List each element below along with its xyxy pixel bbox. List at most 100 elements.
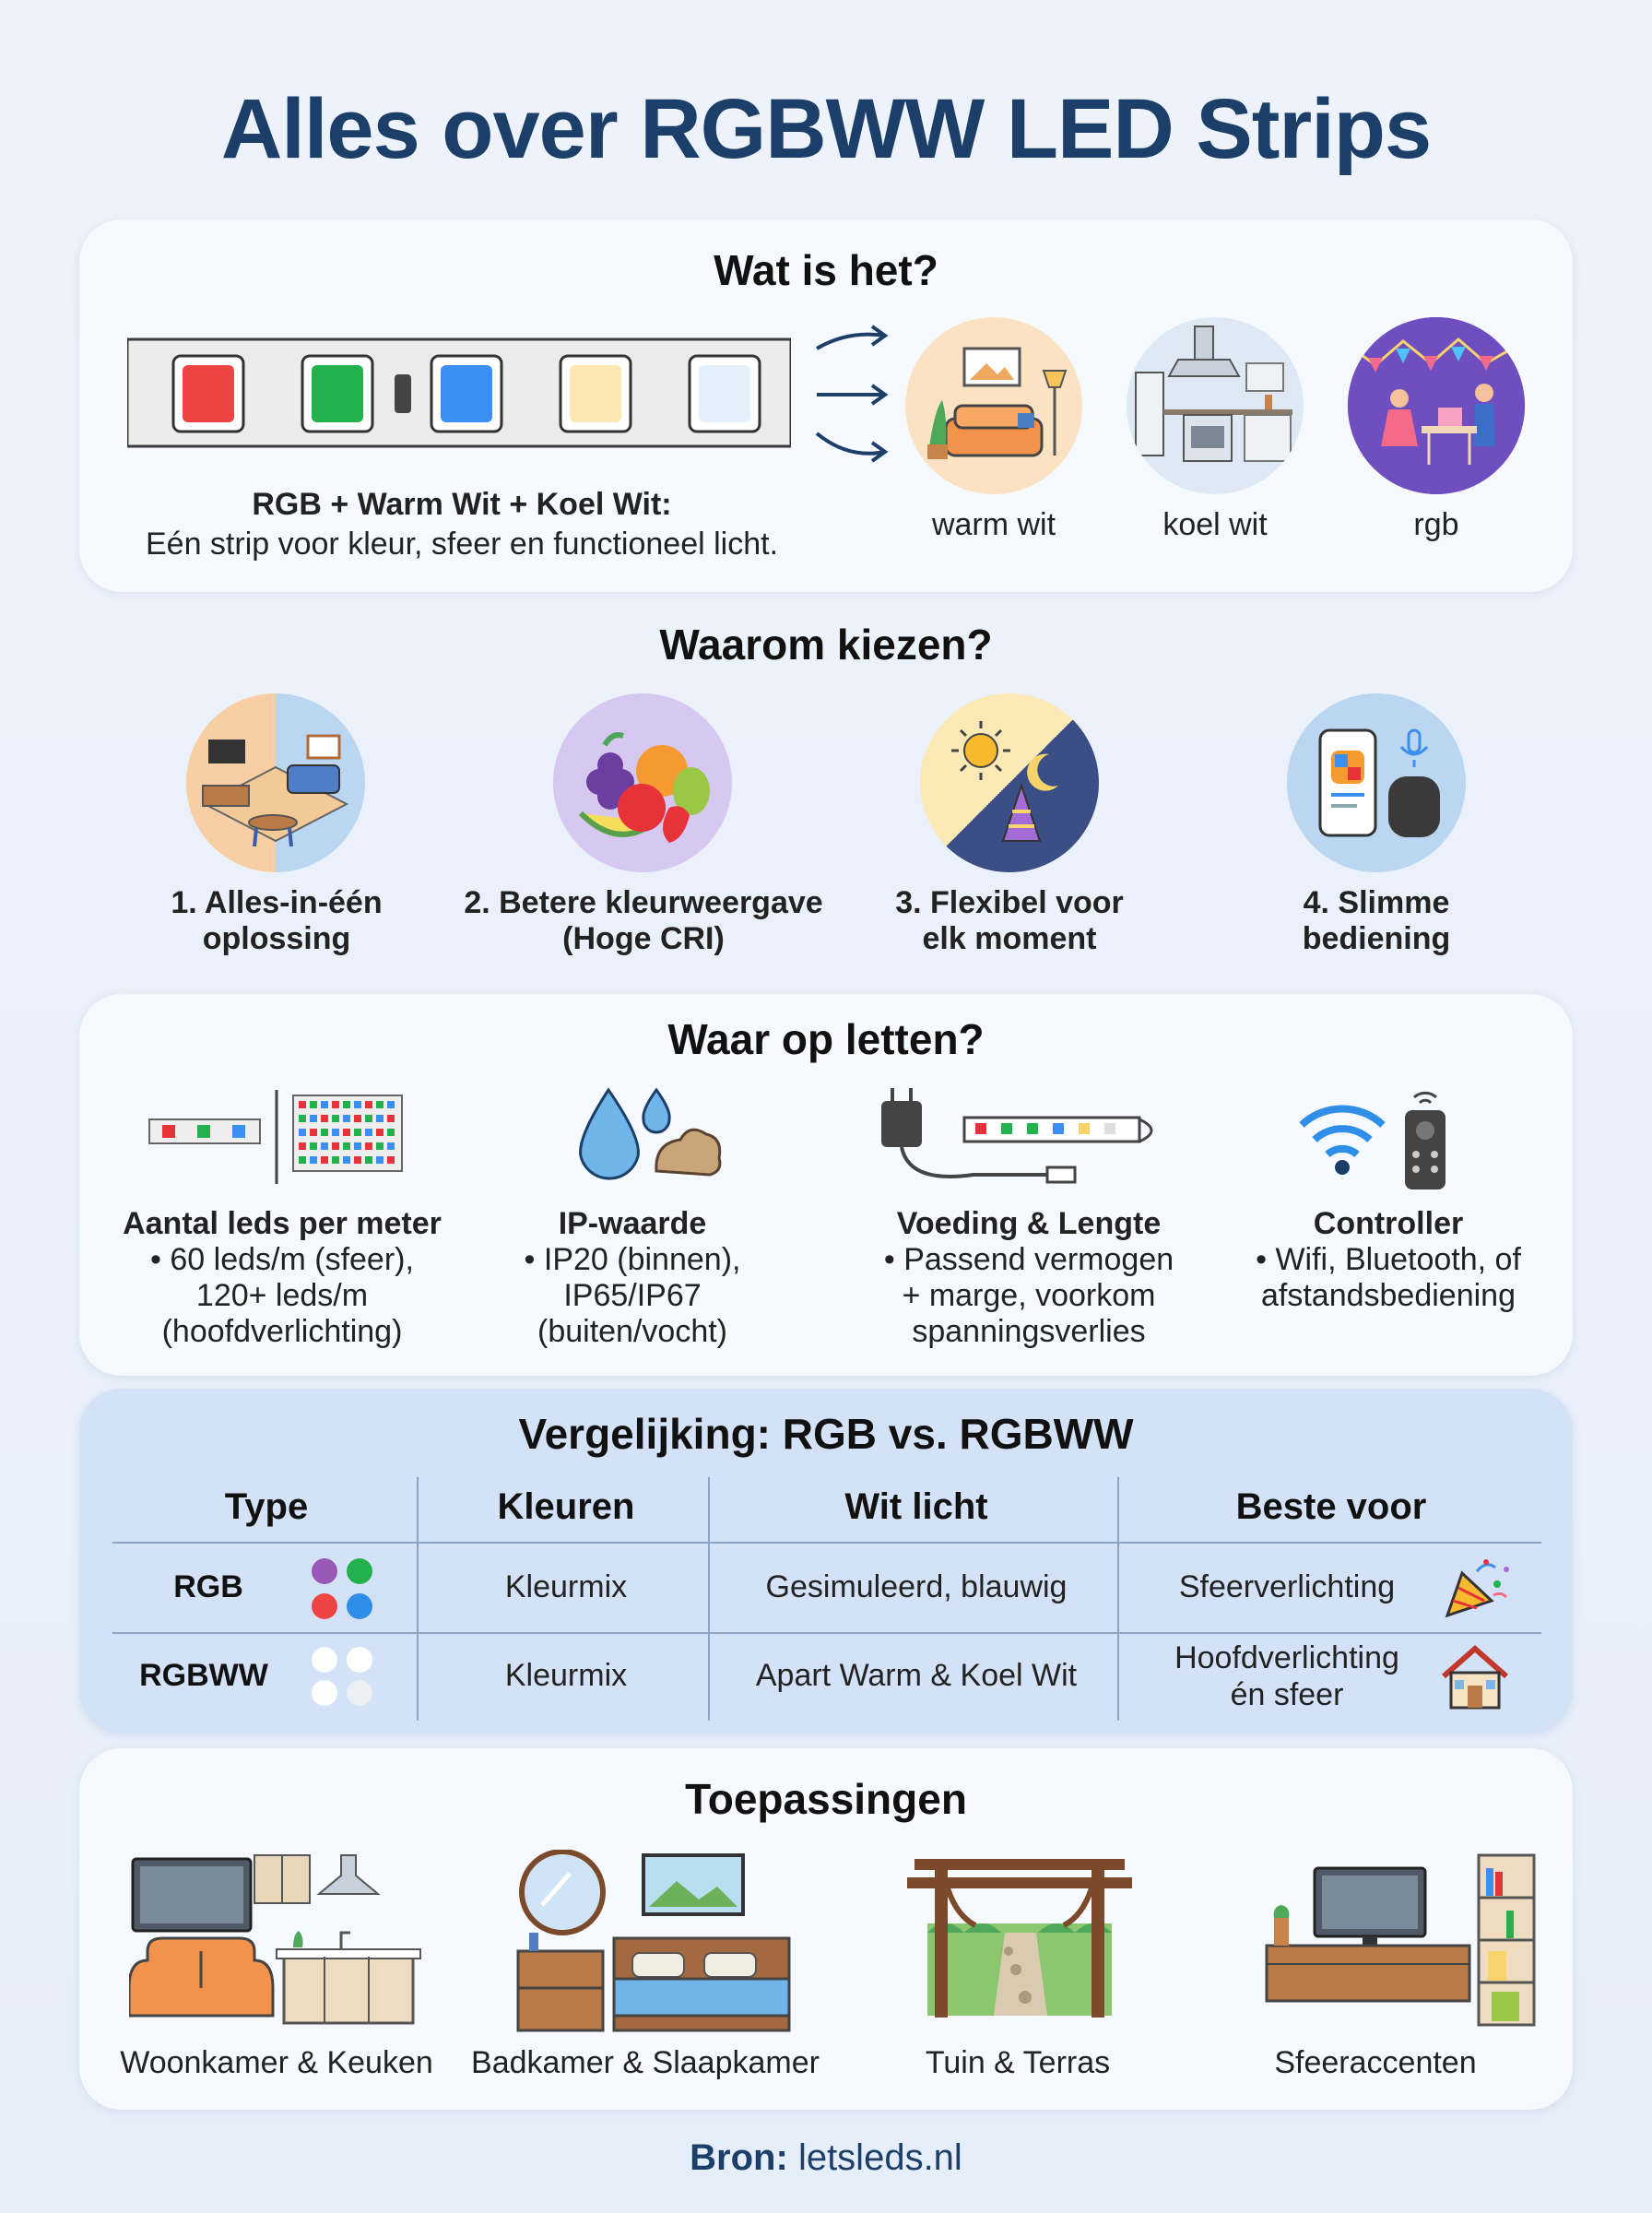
page-title: Alles over RGBWW LED Strips — [220, 82, 1432, 176]
led-dot — [321, 1129, 328, 1136]
attention-item-1-line2: 120+ leds/m — [195, 1278, 369, 1313]
led-dot — [365, 1115, 372, 1122]
led-dot — [343, 1156, 350, 1164]
led-dot — [321, 1156, 328, 1164]
attention-item-1-title: Aantal leds per meter — [123, 1206, 442, 1241]
attention-card: Waar op letten? — [79, 994, 1573, 1376]
water-dust-icon — [568, 1083, 734, 1193]
led-dot — [387, 1115, 395, 1122]
led-dot — [365, 1156, 372, 1164]
led-dot — [332, 1156, 339, 1164]
attention-item-3-line3: spanningsverlies — [912, 1314, 1146, 1349]
row-rgb-type: RGB — [173, 1569, 243, 1604]
led-dot — [387, 1156, 395, 1164]
color-dot — [312, 1558, 337, 1584]
footer-label: Bron: — [690, 2137, 788, 2178]
footer-source: Bron: letsleds.nl — [0, 2137, 1652, 2179]
led-dot — [376, 1101, 384, 1108]
led-dot — [310, 1101, 317, 1108]
application-label-4: Sfeeraccenten — [1274, 2045, 1477, 2080]
led-dot — [376, 1156, 384, 1164]
color-dot — [312, 1593, 337, 1619]
why-item-4-line1: 4. Slimme — [1303, 885, 1450, 920]
what-caption: Eén strip voor kleur, sfeer en functione… — [145, 527, 779, 562]
what-caption-bold: RGB + Warm Wit + Koel Wit: — [252, 487, 672, 522]
attention-item-2-line3: (buiten/vocht) — [537, 1314, 727, 1349]
what-heading: Wat is het? — [714, 246, 938, 294]
attention-item-4-title: Controller — [1313, 1206, 1464, 1241]
table-divider — [112, 1632, 1541, 1634]
attention-heading: Waar op letten? — [667, 1015, 985, 1063]
led-dot — [365, 1142, 372, 1150]
mode-label-warm: warm wit — [931, 507, 1056, 542]
color-dot — [347, 1593, 372, 1619]
led-dot — [343, 1129, 350, 1136]
col-header-white: Wit licht — [844, 1486, 988, 1527]
living-kitchen-icon — [129, 1850, 424, 2034]
fruit-icon — [553, 693, 732, 872]
remote-wifi-icon — [1298, 1083, 1464, 1193]
attention-item-4-line2: afstandsbediening — [1260, 1278, 1516, 1313]
led-dot — [343, 1115, 350, 1122]
row-rgbww-best-line1: Hoofdverlichting — [1174, 1640, 1399, 1675]
led-dot — [310, 1142, 317, 1150]
row-rgbww-colors: Kleurmix — [504, 1658, 628, 1693]
led-dot — [321, 1142, 328, 1150]
table-divider — [708, 1477, 710, 1721]
led-dot — [387, 1142, 395, 1150]
living-room-icon — [905, 317, 1082, 494]
smart-device-icon — [1287, 693, 1466, 872]
attention-item-4-line1: • Wifi, Bluetooth, of — [1256, 1242, 1521, 1277]
led-dot — [310, 1156, 317, 1164]
led-density-icon — [148, 1086, 406, 1188]
attention-item-2-line2: IP65/IP67 — [563, 1278, 702, 1313]
color-dot — [312, 1647, 337, 1673]
attention-item-1-line1: • 60 leds/m (sfeer), — [150, 1242, 414, 1277]
party-popper-icon — [1440, 1555, 1514, 1619]
mode-label-cool: koel wit — [1162, 507, 1268, 542]
why-item-1-line2: oplossing — [202, 921, 351, 956]
color-dot — [347, 1558, 372, 1584]
attention-item-3-line1: • Passend vermogen — [883, 1242, 1174, 1277]
bedroom-icon — [514, 1850, 819, 2034]
led-dot — [354, 1115, 361, 1122]
party-icon — [1348, 317, 1525, 494]
why-item-3-line1: 3. Flexibel voor — [895, 885, 1124, 920]
why-item-4-line2: bediening — [1302, 921, 1451, 956]
table-divider — [112, 1542, 1541, 1544]
day-night-icon — [920, 693, 1099, 872]
row-rgb-best: Sfeerverlichting — [1178, 1569, 1396, 1604]
led-dot — [387, 1101, 395, 1108]
led-dot — [387, 1129, 395, 1136]
comparison-card: Vergelijking: RGB vs. RGBWW Type Kleuren… — [79, 1389, 1573, 1734]
footer-link[interactable]: letsleds.nl — [797, 2137, 962, 2178]
color-dot — [312, 1680, 337, 1706]
mode-label-rgb: rgb — [1413, 507, 1459, 542]
power-supply-icon — [872, 1083, 1167, 1193]
application-label-2: Badkamer & Slaapkamer — [471, 2045, 820, 2080]
attention-item-3-title: Voeding & Lengte — [896, 1206, 1162, 1241]
led-dot — [299, 1156, 306, 1164]
led-dot — [310, 1129, 317, 1136]
led-dot — [354, 1142, 361, 1150]
table-divider — [1117, 1477, 1119, 1721]
house-icon — [1440, 1643, 1510, 1711]
led-dot — [299, 1115, 306, 1122]
color-dot — [347, 1647, 372, 1673]
why-item-3-line2: elk moment — [922, 921, 1097, 956]
application-label-1: Woonkamer & Keuken — [120, 2045, 433, 2080]
led-dot — [354, 1101, 361, 1108]
led-dot — [354, 1129, 361, 1136]
led-dot — [332, 1101, 339, 1108]
why-item-1-line1: 1. Alles-in-één — [171, 885, 383, 920]
application-label-3: Tuin & Terras — [925, 2045, 1111, 2080]
col-header-type: Type — [224, 1486, 309, 1527]
led-dot — [365, 1129, 372, 1136]
row-rgb-colors: Kleurmix — [504, 1569, 628, 1604]
led-dot — [299, 1101, 306, 1108]
led-dot — [321, 1115, 328, 1122]
row-rgbww-best: Hoofdverlichting én sfeer — [1130, 1639, 1444, 1713]
led-dot — [354, 1156, 361, 1164]
led-dot — [365, 1101, 372, 1108]
comparison-heading: Vergelijking: RGB vs. RGBWW — [518, 1410, 1134, 1458]
